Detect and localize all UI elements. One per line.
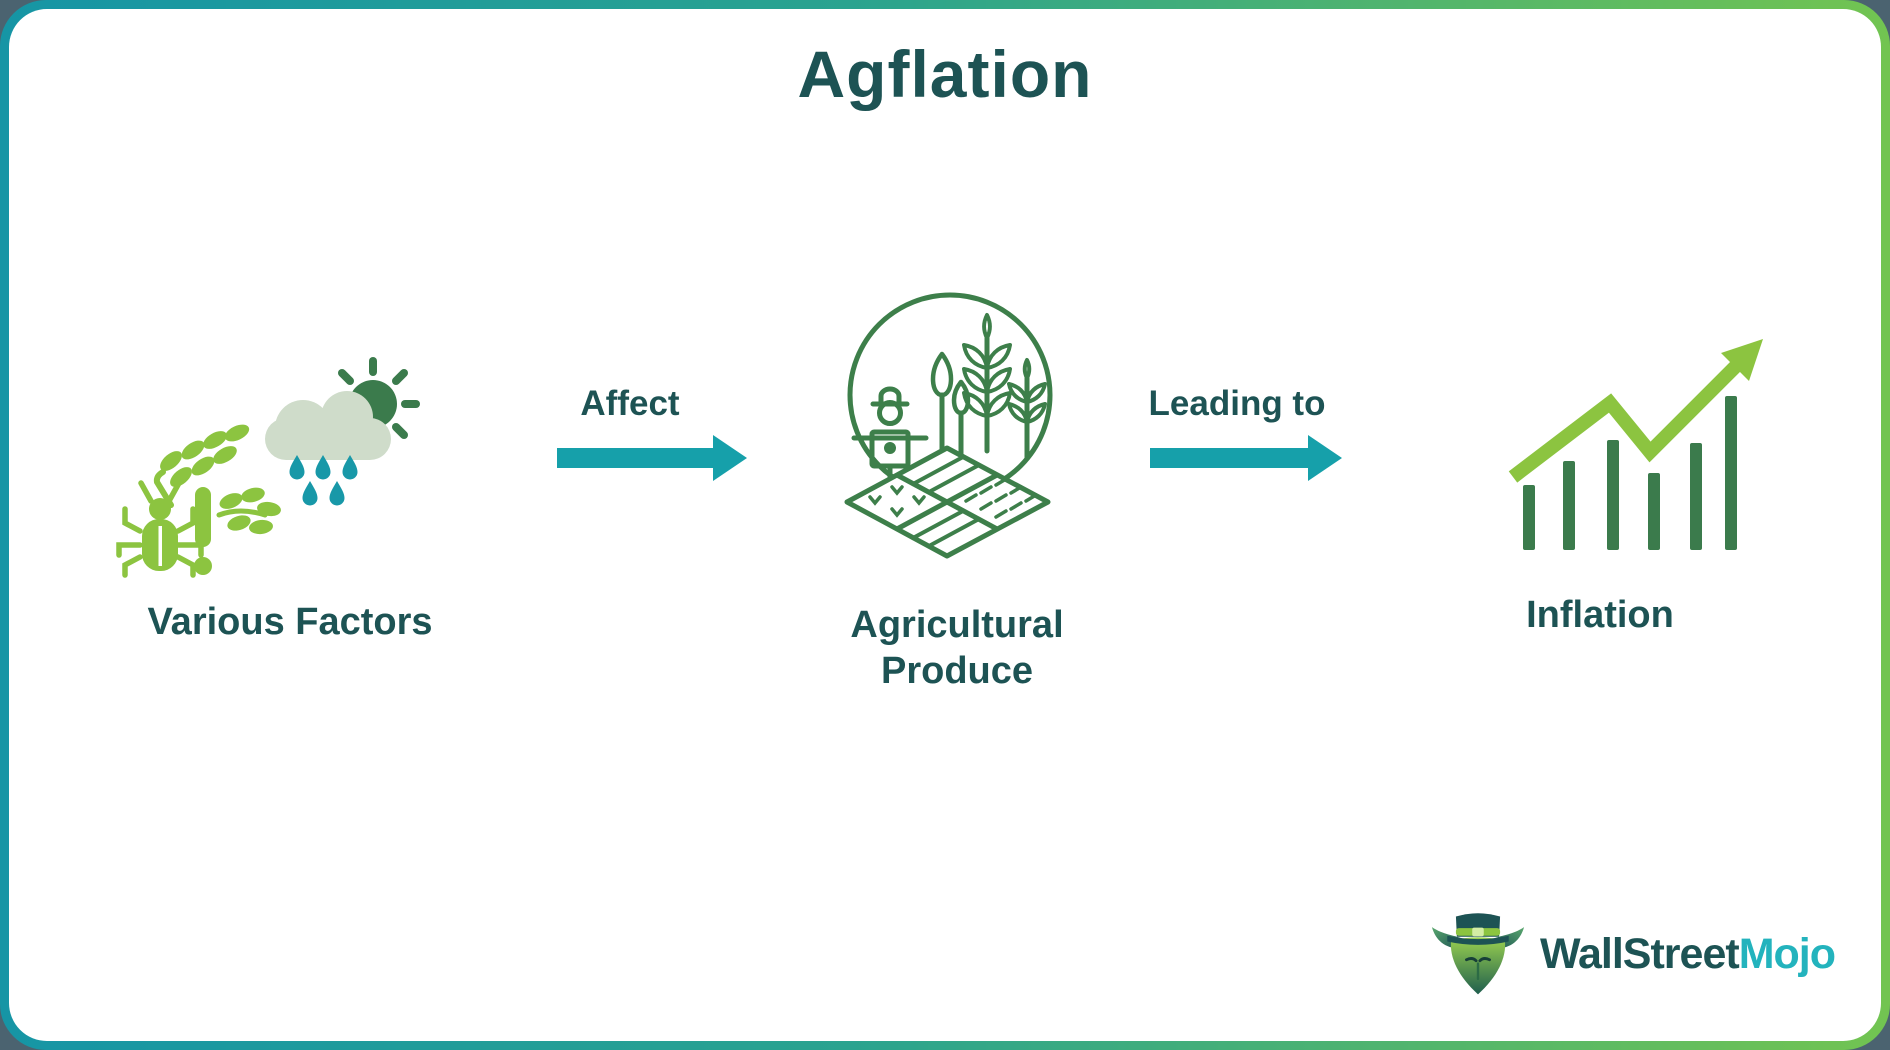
step1-label: Various Factors xyxy=(147,601,433,643)
logo-wordmark: WallStreetMojo xyxy=(1540,929,1836,978)
plant-branch-icon xyxy=(153,424,250,508)
right-arrow-icon xyxy=(557,435,747,481)
page-title: Agflation xyxy=(797,37,1093,111)
connector1-label: Affect xyxy=(580,384,680,423)
plant-branch-small-icon xyxy=(216,487,281,535)
pest-beetle-icon xyxy=(116,480,204,578)
alert-exclamation-icon xyxy=(194,487,212,575)
agriculture-field-icon xyxy=(844,292,1053,559)
weather-pest-icon xyxy=(116,357,420,578)
wallstreetmojo-logo: WallStreetMojo xyxy=(1430,908,1836,1000)
step3-label: Inflation xyxy=(1526,594,1674,636)
step2-label: Agricultural Produce xyxy=(850,604,1064,692)
bull-mascot-icon xyxy=(1431,913,1525,995)
connector2-label: Leading to xyxy=(1148,384,1326,423)
inflation-growth-chart-icon xyxy=(1508,339,1763,550)
right-arrow-icon xyxy=(1150,435,1342,481)
